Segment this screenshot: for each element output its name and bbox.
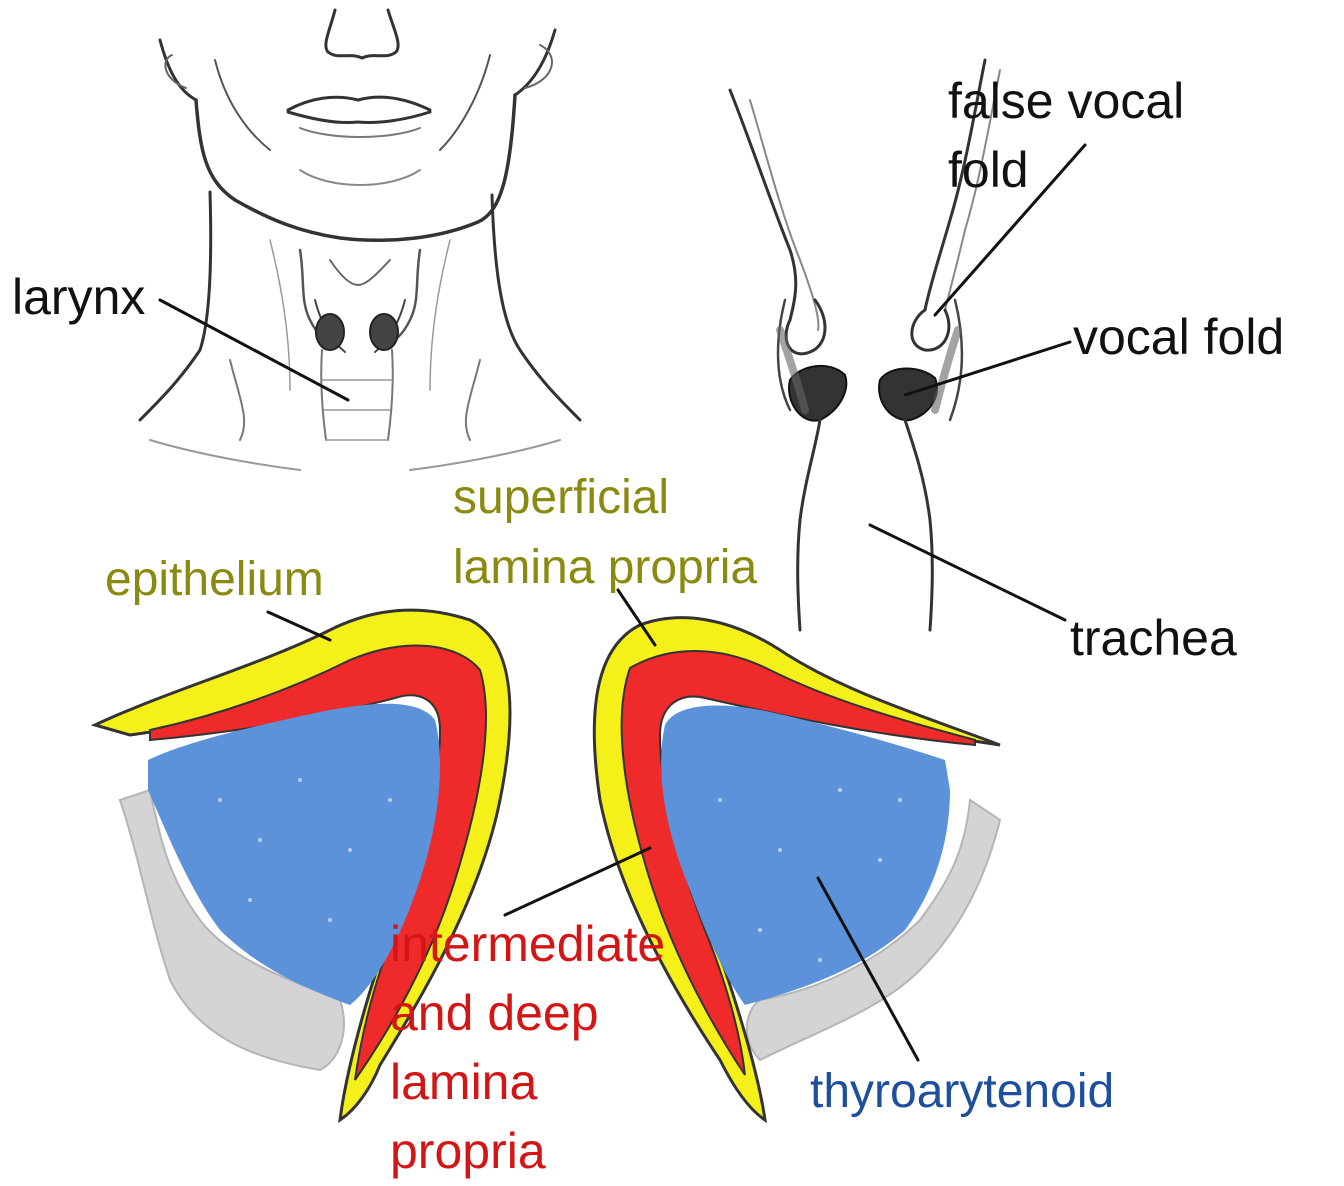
vocal-fold-label: vocal fold	[1073, 312, 1284, 362]
trachea-label: trachea	[1070, 613, 1237, 663]
head-neck-sketch-icon	[140, 10, 580, 470]
intermediate-label-line1: intermediate	[390, 910, 665, 979]
thyroarytenoid-label: thyroarytenoid	[810, 1068, 1114, 1116]
epithelium-leader	[268, 612, 330, 640]
intermediate-label-line4: propria	[390, 1117, 665, 1186]
superficial-lamina-propria-label-line2: lamina propria	[453, 544, 757, 592]
trachea-leader	[870, 525, 1065, 620]
larynx-label: larynx	[12, 272, 145, 322]
false-vocal-fold-label-line1: false vocal	[948, 76, 1184, 126]
false-vocal-fold-label-line2: fold	[948, 145, 1029, 195]
intermediate-deep-lamina-propria-label: intermediate and deep lamina propria	[390, 910, 665, 1186]
intermediate-label-line3: lamina	[390, 1048, 665, 1117]
epithelium-label: epithelium	[105, 556, 324, 604]
intermediate-label-line2: and deep	[390, 979, 665, 1048]
superficial-lamina-propria-label-line1: superficial	[453, 474, 669, 522]
